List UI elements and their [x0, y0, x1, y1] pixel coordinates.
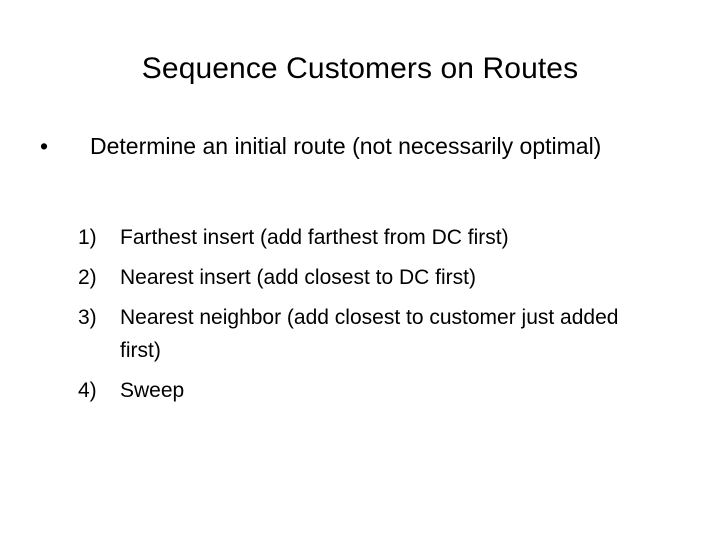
numbered-list-text-2: Nearest insert (add closest to DC first): [120, 266, 476, 289]
bullet-dot-icon: •: [40, 133, 49, 159]
numbered-list-item-4: 4) Sweep: [0, 374, 720, 407]
numbered-list-text-4: Sweep: [120, 379, 185, 402]
numbered-list-marker-3: 3): [78, 306, 97, 329]
slide-body: • Determine an initial route (not necess…: [0, 130, 720, 407]
numbered-list-text-3: Nearest neighbor (add closest to custome…: [120, 306, 619, 362]
numbered-list-item-2: 2) Nearest insert (add closest to DC fir…: [0, 261, 720, 294]
numbered-list-marker-1: 1): [78, 226, 97, 249]
bullet-list-item: • Determine an initial route (not necess…: [0, 130, 720, 163]
bullet-item-text: Determine an initial route (not necessar…: [90, 133, 602, 159]
numbered-list-text-1: Farthest insert (add farthest from DC fi…: [120, 226, 509, 249]
slide-title: Sequence Customers on Routes: [141, 52, 579, 85]
numbered-list: 1) Farthest insert (add farthest from DC…: [0, 221, 720, 407]
numbered-list-item-3: 3) Nearest neighbor (add closest to cust…: [0, 301, 720, 367]
numbered-list-marker-4: 4): [78, 379, 97, 402]
bullet-list: • Determine an initial route (not necess…: [0, 130, 720, 163]
numbered-list-marker-2: 2): [78, 266, 97, 289]
numbered-list-item-1: 1) Farthest insert (add farthest from DC…: [0, 221, 720, 254]
